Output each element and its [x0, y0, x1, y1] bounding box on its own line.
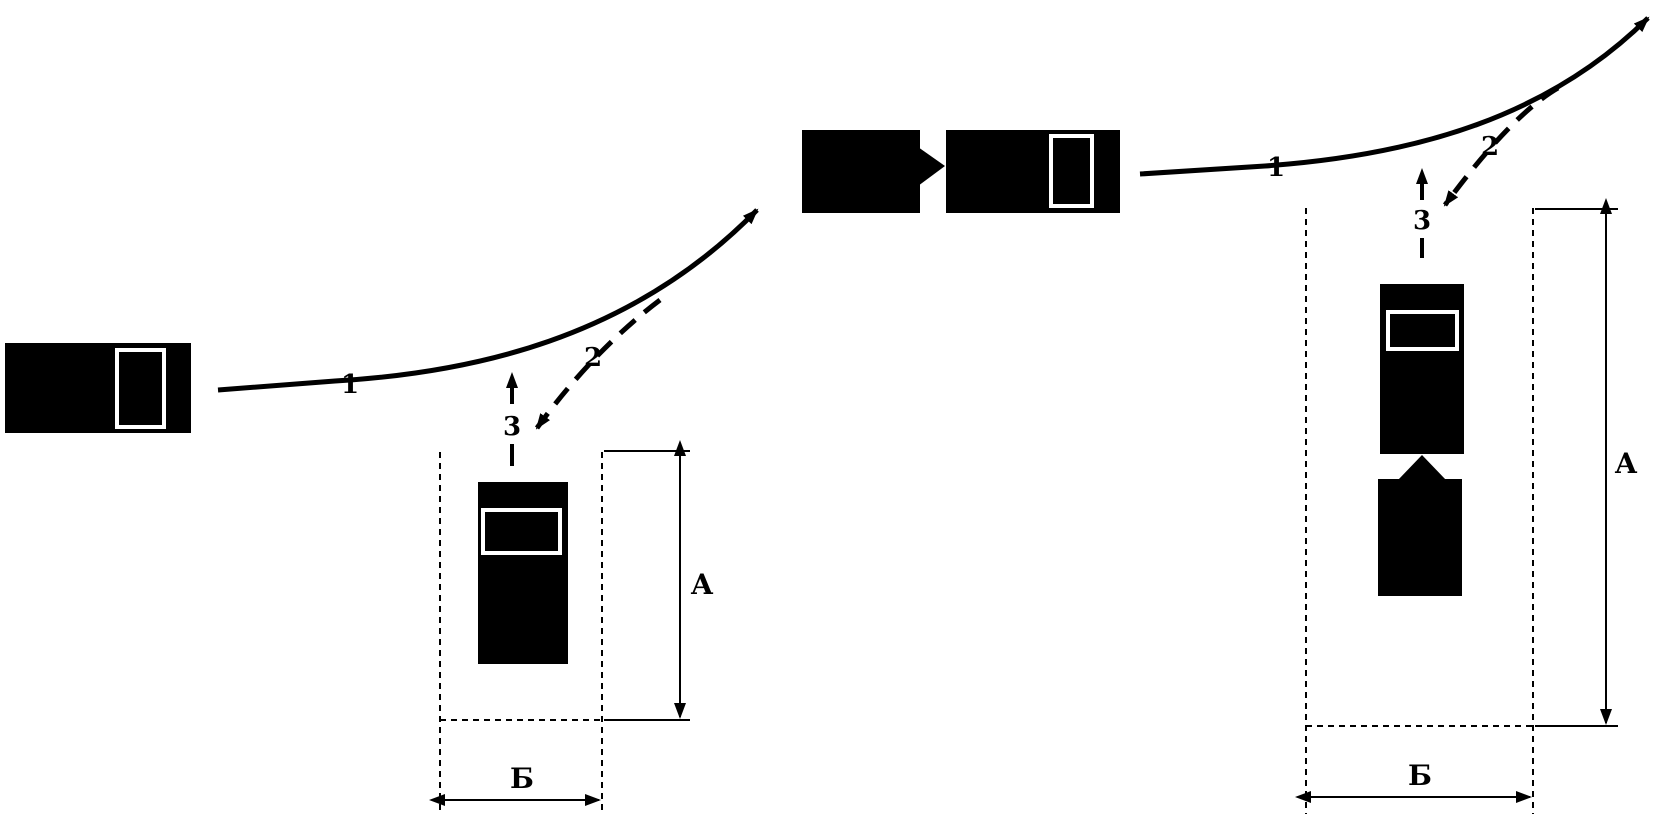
trailer-parked	[1378, 479, 1462, 596]
path-reverse-trailer-label: 2	[1481, 132, 1499, 162]
vehicle-parked	[478, 482, 568, 664]
trailer-moving	[802, 130, 920, 213]
scene-single-vehicle: 1 2 3 А Б	[5, 208, 759, 812]
scene-vehicle-with-trailer: 1 2 3 А Б	[802, 16, 1650, 814]
path-reverse-label: 2	[584, 343, 602, 373]
dimension-length-label: А	[691, 568, 714, 601]
dimension-trailer-length-label: А	[1615, 447, 1638, 480]
path-exit-label: 3	[503, 412, 521, 442]
path-exit-trailer-label: 3	[1413, 206, 1431, 236]
path-reverse-trailer	[1442, 85, 1560, 207]
dimension-trailer-width-label: Б	[1408, 759, 1432, 792]
path-forward-trailer-label: 1	[1267, 153, 1285, 183]
truck-trailer-moving	[802, 130, 1120, 213]
path-forward-trailer	[1139, 16, 1650, 177]
truck-parked	[1380, 284, 1464, 454]
hitch-moving	[918, 147, 945, 186]
hitch-parked	[1398, 455, 1446, 480]
path-reverse	[534, 298, 662, 430]
vehicle-moving	[5, 343, 191, 433]
path-forward-label: 1	[341, 370, 359, 400]
path-forward	[217, 208, 759, 393]
dimension-width-label: Б	[510, 762, 534, 795]
truck-trailer-parked	[1378, 284, 1464, 596]
